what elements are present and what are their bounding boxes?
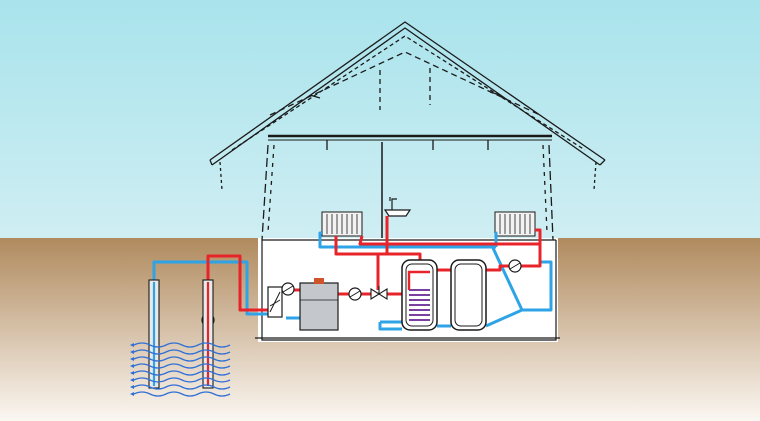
heat-pump-icon [267, 286, 283, 318]
buffer-tank-icon [450, 259, 487, 331]
sink-faucet-icon [383, 197, 412, 217]
groundwater-well-extraction [148, 279, 160, 389]
pump-boiler [348, 287, 362, 301]
hot-water-tank-icon [401, 259, 438, 331]
groundwater-flow-arrows [130, 343, 134, 396]
house-outline-icon [209, 21, 606, 241]
basement-outline [255, 240, 560, 341]
groundwater-well-injection [202, 279, 214, 389]
sky [0, 0, 760, 240]
boiler-icon [299, 278, 339, 331]
pump-radiator [508, 259, 522, 273]
radiator-left [321, 211, 363, 237]
pump-heat-pump [281, 282, 295, 296]
mixing-valve-icon [370, 286, 388, 300]
radiator-right [494, 211, 536, 237]
groundwater-waves-icon [133, 342, 231, 397]
